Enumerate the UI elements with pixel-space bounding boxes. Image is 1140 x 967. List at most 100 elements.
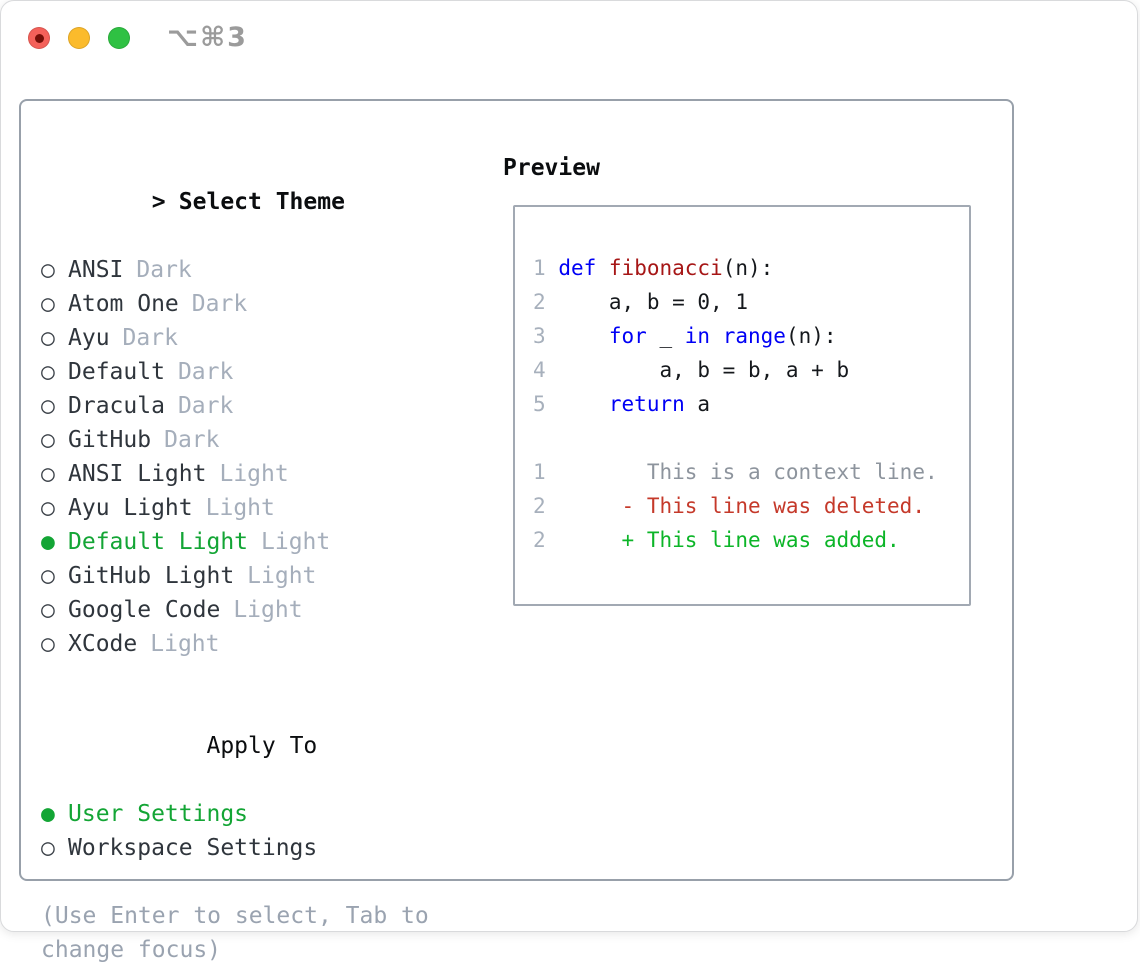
theme-menu-title: Select Theme: [178, 189, 345, 215]
code-segment-keyword: in: [684, 324, 711, 348]
code-segment-plain: [558, 494, 621, 518]
apply-to-options: ●User Settings ○ Workspace Settings: [41, 797, 503, 865]
radio-unselected-icon: ○: [41, 461, 55, 487]
code-line: 3 for _ in range(n):: [533, 319, 969, 353]
theme-item-dracula[interactable]: ○ Dracula Dark: [41, 389, 503, 423]
help-text: (Use Enter to select, Tab to change focu…: [41, 903, 429, 963]
code-segment-plain: [710, 324, 723, 348]
item-label: Atom One: [68, 291, 179, 317]
preview-column: Preview 1 def fibonacci(n):2 a, b = 0, 1…: [503, 151, 1012, 879]
theme-menu-title-row: >Select Theme: [41, 151, 503, 253]
line-number: 2: [533, 290, 546, 314]
radio-unselected-icon: ○: [41, 393, 55, 419]
radio-unselected-icon: ○: [41, 325, 55, 351]
preview-title: Preview: [503, 155, 600, 181]
radio-unselected-icon: ○: [41, 835, 55, 861]
line-number: 2: [533, 528, 546, 552]
line-number: 5: [533, 392, 546, 416]
item-label: GitHub: [68, 427, 152, 453]
radio-unselected-icon: ○: [41, 359, 55, 385]
theme-item-ansi-light[interactable]: ○ ANSI Light Light: [41, 457, 503, 491]
line-number: 1: [533, 460, 546, 484]
item-variant-tag: Dark: [136, 257, 192, 283]
line-number: 1: [533, 256, 546, 280]
code-segment-plain: (n):: [722, 256, 774, 280]
apply-option-user-settings[interactable]: ●User Settings: [41, 797, 503, 831]
theme-item-github-light[interactable]: ○ GitHub Light Light: [41, 559, 503, 593]
radio-unselected-icon: ○: [41, 495, 55, 521]
line-number: 4: [533, 358, 546, 382]
radio-unselected-icon: ○: [41, 563, 55, 589]
minimize-button[interactable]: [68, 27, 90, 49]
item-variant-tag: Dark: [191, 291, 248, 317]
code-segment-plain: a: [684, 392, 711, 416]
item-variant-tag: Light: [205, 495, 275, 521]
theme-item-google-code[interactable]: ○ Google Code Light: [41, 593, 503, 627]
item-label: Default: [68, 359, 165, 385]
item-label: Workspace Settings: [68, 835, 318, 861]
code-segment-deleted: - This line was deleted.: [621, 494, 925, 518]
item-variant-tag: Light: [233, 597, 303, 623]
item-label: Default Light: [68, 529, 249, 555]
apply-to-title: Apply To: [206, 733, 318, 759]
item-label: Dracula: [68, 393, 165, 419]
theme-item-ayu-light[interactable]: ○ Ayu Light Light: [41, 491, 503, 525]
code-segment-keyword: range: [722, 324, 786, 348]
line-number: 3: [533, 324, 546, 348]
code-line: 4 a, b = b, a + b: [533, 353, 969, 387]
item-label: ANSI: [68, 257, 124, 283]
item-label: Google Code: [68, 597, 221, 623]
item-variant-tag: Dark: [177, 359, 234, 385]
item-variant-tag: Dark: [164, 427, 220, 453]
code-line: 5 return a: [533, 387, 969, 421]
item-label: Ayu: [68, 325, 110, 351]
code-line: 1 def fibonacci(n):: [533, 251, 969, 285]
item-label: XCode: [68, 631, 138, 657]
code-segment-function: fibonacci: [608, 256, 723, 280]
code-segment-plain: a, b = 0, 1: [558, 290, 748, 314]
theme-item-atom-one[interactable]: ○ Atom One Dark: [41, 287, 503, 321]
code-line: 2 a, b = 0, 1: [533, 285, 969, 319]
theme-item-ansi[interactable]: ○ ANSI Dark: [41, 253, 503, 287]
apply-option-workspace-settings[interactable]: ○ Workspace Settings: [41, 831, 503, 865]
line-number: 2: [533, 494, 546, 518]
theme-item-default[interactable]: ○ Default Dark: [41, 355, 503, 389]
zoom-button[interactable]: [108, 27, 130, 49]
item-variant-tag: Light: [247, 563, 317, 589]
radio-unselected-icon: ○: [41, 291, 55, 317]
item-variant-tag: Dark: [177, 393, 234, 419]
code-segment-plain: [596, 256, 609, 280]
unsaved-changes-dot-icon: [34, 33, 44, 43]
code-segment-context: This is a context line.: [558, 460, 938, 484]
radio-unselected-icon: ○: [41, 597, 55, 623]
diff-line: 1 This is a context line.: [533, 455, 969, 489]
code-segment-plain: [558, 392, 609, 416]
code-segment-plain: (n):: [785, 324, 837, 348]
item-label: Ayu Light: [68, 495, 193, 521]
item-variant-tag: Light: [261, 529, 331, 555]
window-shortcut-hint: ⌥⌘3: [167, 22, 248, 53]
item-label: User Settings: [68, 801, 249, 827]
apply-to-title-row: Apply To: [41, 695, 503, 797]
diff-sample: 1 This is a context line. 2 - This line w…: [533, 455, 969, 557]
item-variant-tag: Light: [219, 461, 289, 487]
code-segment-keyword: return: [608, 392, 685, 416]
item-label: ANSI Light: [68, 461, 207, 487]
code-segment-plain: [558, 324, 609, 348]
close-button[interactable]: [28, 27, 50, 49]
code-segment-keyword: def: [558, 256, 597, 280]
radio-unselected-icon: ○: [41, 257, 55, 283]
code-segment-plain: [558, 528, 621, 552]
diff-line: 2 + This line was added.: [533, 523, 969, 557]
traffic-lights: [28, 27, 130, 49]
item-label: GitHub Light: [68, 563, 235, 589]
